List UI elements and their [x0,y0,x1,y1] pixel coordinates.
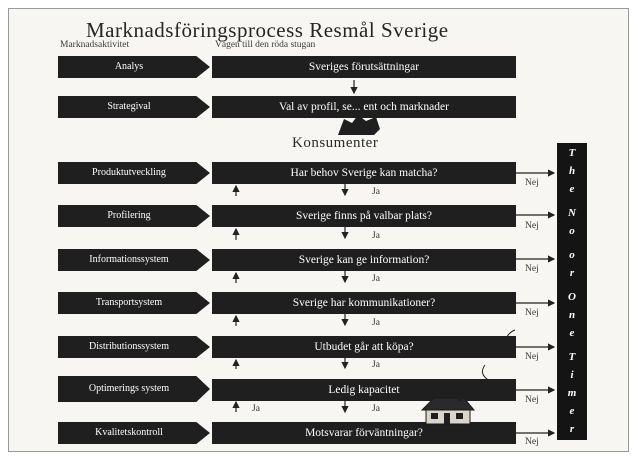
activity-optimerings-system: Optimerings system [58,376,210,402]
bar-letter: e [569,405,575,417]
question-utbudet: Utbudet går att köpa? [212,336,516,358]
bar-letter: e [569,327,575,339]
activity-produktutveckling: Produktutveckling [58,162,210,184]
red-cottage-icon [420,396,476,425]
ja-label: Ja [252,404,260,414]
konsumenter-label: Konsumenter [292,135,379,151]
ja-label: Ja [372,404,380,414]
activity-transportsystem: Transportsystem [58,292,210,314]
nej-label: Nej [525,352,539,362]
nej-label: Nej [525,437,539,447]
header-marknadsaktivitet: Marknadsaktivitet [60,40,130,50]
ja-label: Ja [372,318,380,328]
question-har-behov: Har behov Sverige kan matcha? [212,162,516,184]
bar-letter: i [570,369,574,381]
bar-letter: r [569,267,575,279]
nej-label: Nej [525,308,539,318]
question-kommunikationer: Sverige har kommunikationer? [212,292,516,314]
ja-label: Ja [372,231,380,241]
activity-informationssystem: Informationssystem [58,249,210,271]
down-arrows [341,80,358,414]
ja-label: Ja [372,274,380,284]
question-valbar-plats: Sverige finns på valbar plats? [212,205,516,227]
bar-letter: m [567,387,577,399]
nej-label: Nej [525,221,539,231]
step-val-av-profil: Val av profil, se... ent och marknader [212,96,516,118]
bar-letter: T [568,147,576,159]
bar-letter: o [569,225,575,237]
ja-label: Ja [372,187,380,197]
nej-arrows [516,169,556,437]
header-vagen: Vägen till den röda stugan [215,40,316,50]
nej-label: Nej [525,178,539,188]
the-no-or-one-timer-bar: T h e N o o r O n e T i m e r [557,143,587,440]
question-information: Sverige kan ge information? [212,249,516,271]
activity-kvalitetskontroll: Kvalitetskontroll [58,422,210,444]
question-ledig-kapacitet: Ledig kapacitet [212,379,516,401]
diagram-title: Marknadsföringsprocess Resmål Sverige [86,18,449,42]
nej-label: Nej [525,395,539,405]
bar-letter: O [568,291,576,303]
bar-letter: e [569,183,575,195]
step-sveriges-forutsattningar: Sveriges förutsättningar [212,56,516,78]
bar-letter: o [569,249,575,261]
question-motsvarar: Motsvarar förväntningar? [212,422,516,444]
activity-analys: Analys [58,56,210,78]
ja-label: Ja [372,360,380,370]
activity-strategival: Strategival [58,96,210,118]
activity-distributionssystem: Distributionssystem [58,336,210,358]
bar-letter: T [568,351,576,363]
bar-letter: r [569,423,575,435]
nej-label: Nej [525,264,539,274]
smudge-graphic [338,115,380,135]
activity-profilering: Profilering [58,205,210,227]
bar-letter: N [568,207,576,219]
bar-letter: n [568,309,576,321]
bar-letter: h [568,165,576,177]
